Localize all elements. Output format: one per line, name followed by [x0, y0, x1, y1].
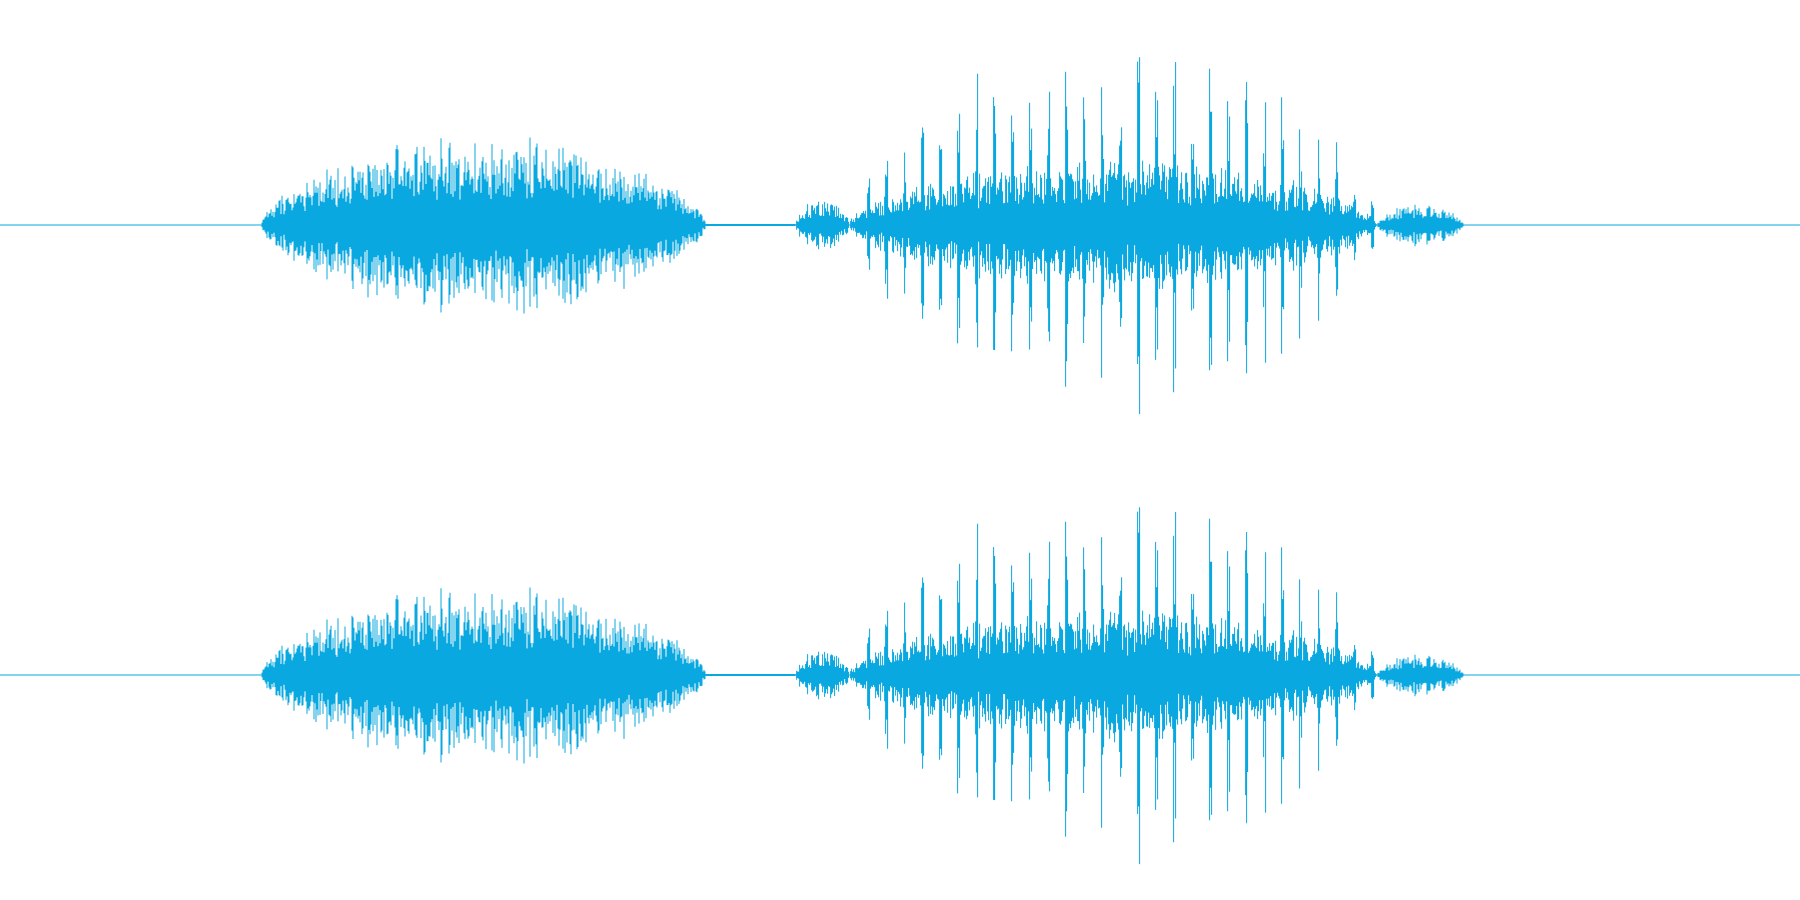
waveform-channel-top — [0, 57, 1800, 415]
channel-bottom-wave — [261, 507, 1464, 865]
waveform-channel-bottom-svg — [0, 507, 1800, 865]
channel-top-wave — [261, 57, 1464, 415]
wave-bottom-samples — [261, 507, 1464, 865]
waveform-channel-top-svg — [0, 57, 1800, 415]
wave-top-samples — [261, 57, 1464, 415]
waveform-channel-bottom — [0, 450, 1800, 900]
